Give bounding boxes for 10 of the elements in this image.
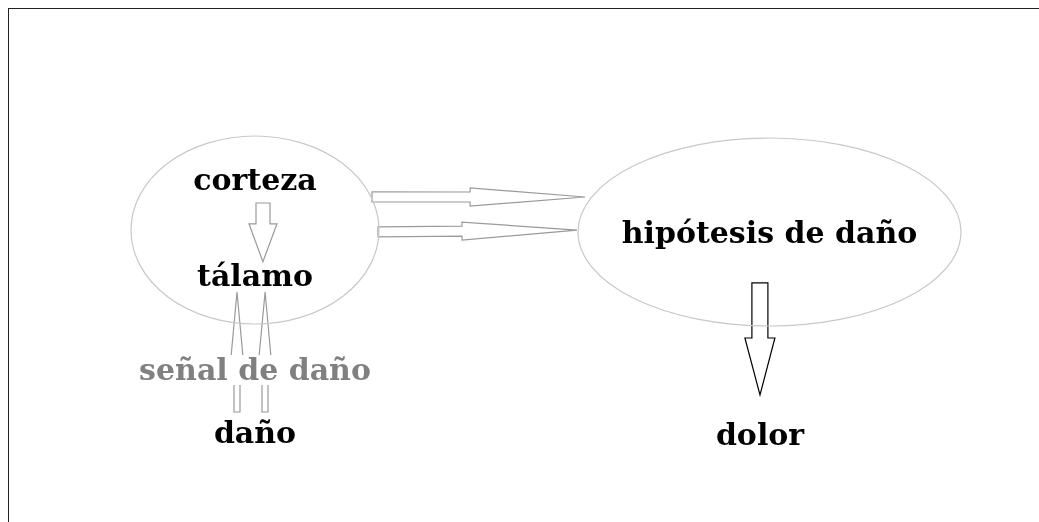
node-label: hipótesis de daño <box>621 214 918 250</box>
edge-label: señal de daño <box>137 355 373 385</box>
hollow-arrow <box>371 187 586 207</box>
node-label: daño <box>213 414 297 450</box>
node-label: dolor <box>715 416 805 452</box>
hollow-arrow <box>248 202 278 264</box>
node-label: corteza <box>193 161 317 197</box>
hollow-arrow <box>377 221 578 241</box>
node-label: tálamo <box>197 257 313 293</box>
hollow-arrow <box>744 282 776 398</box>
